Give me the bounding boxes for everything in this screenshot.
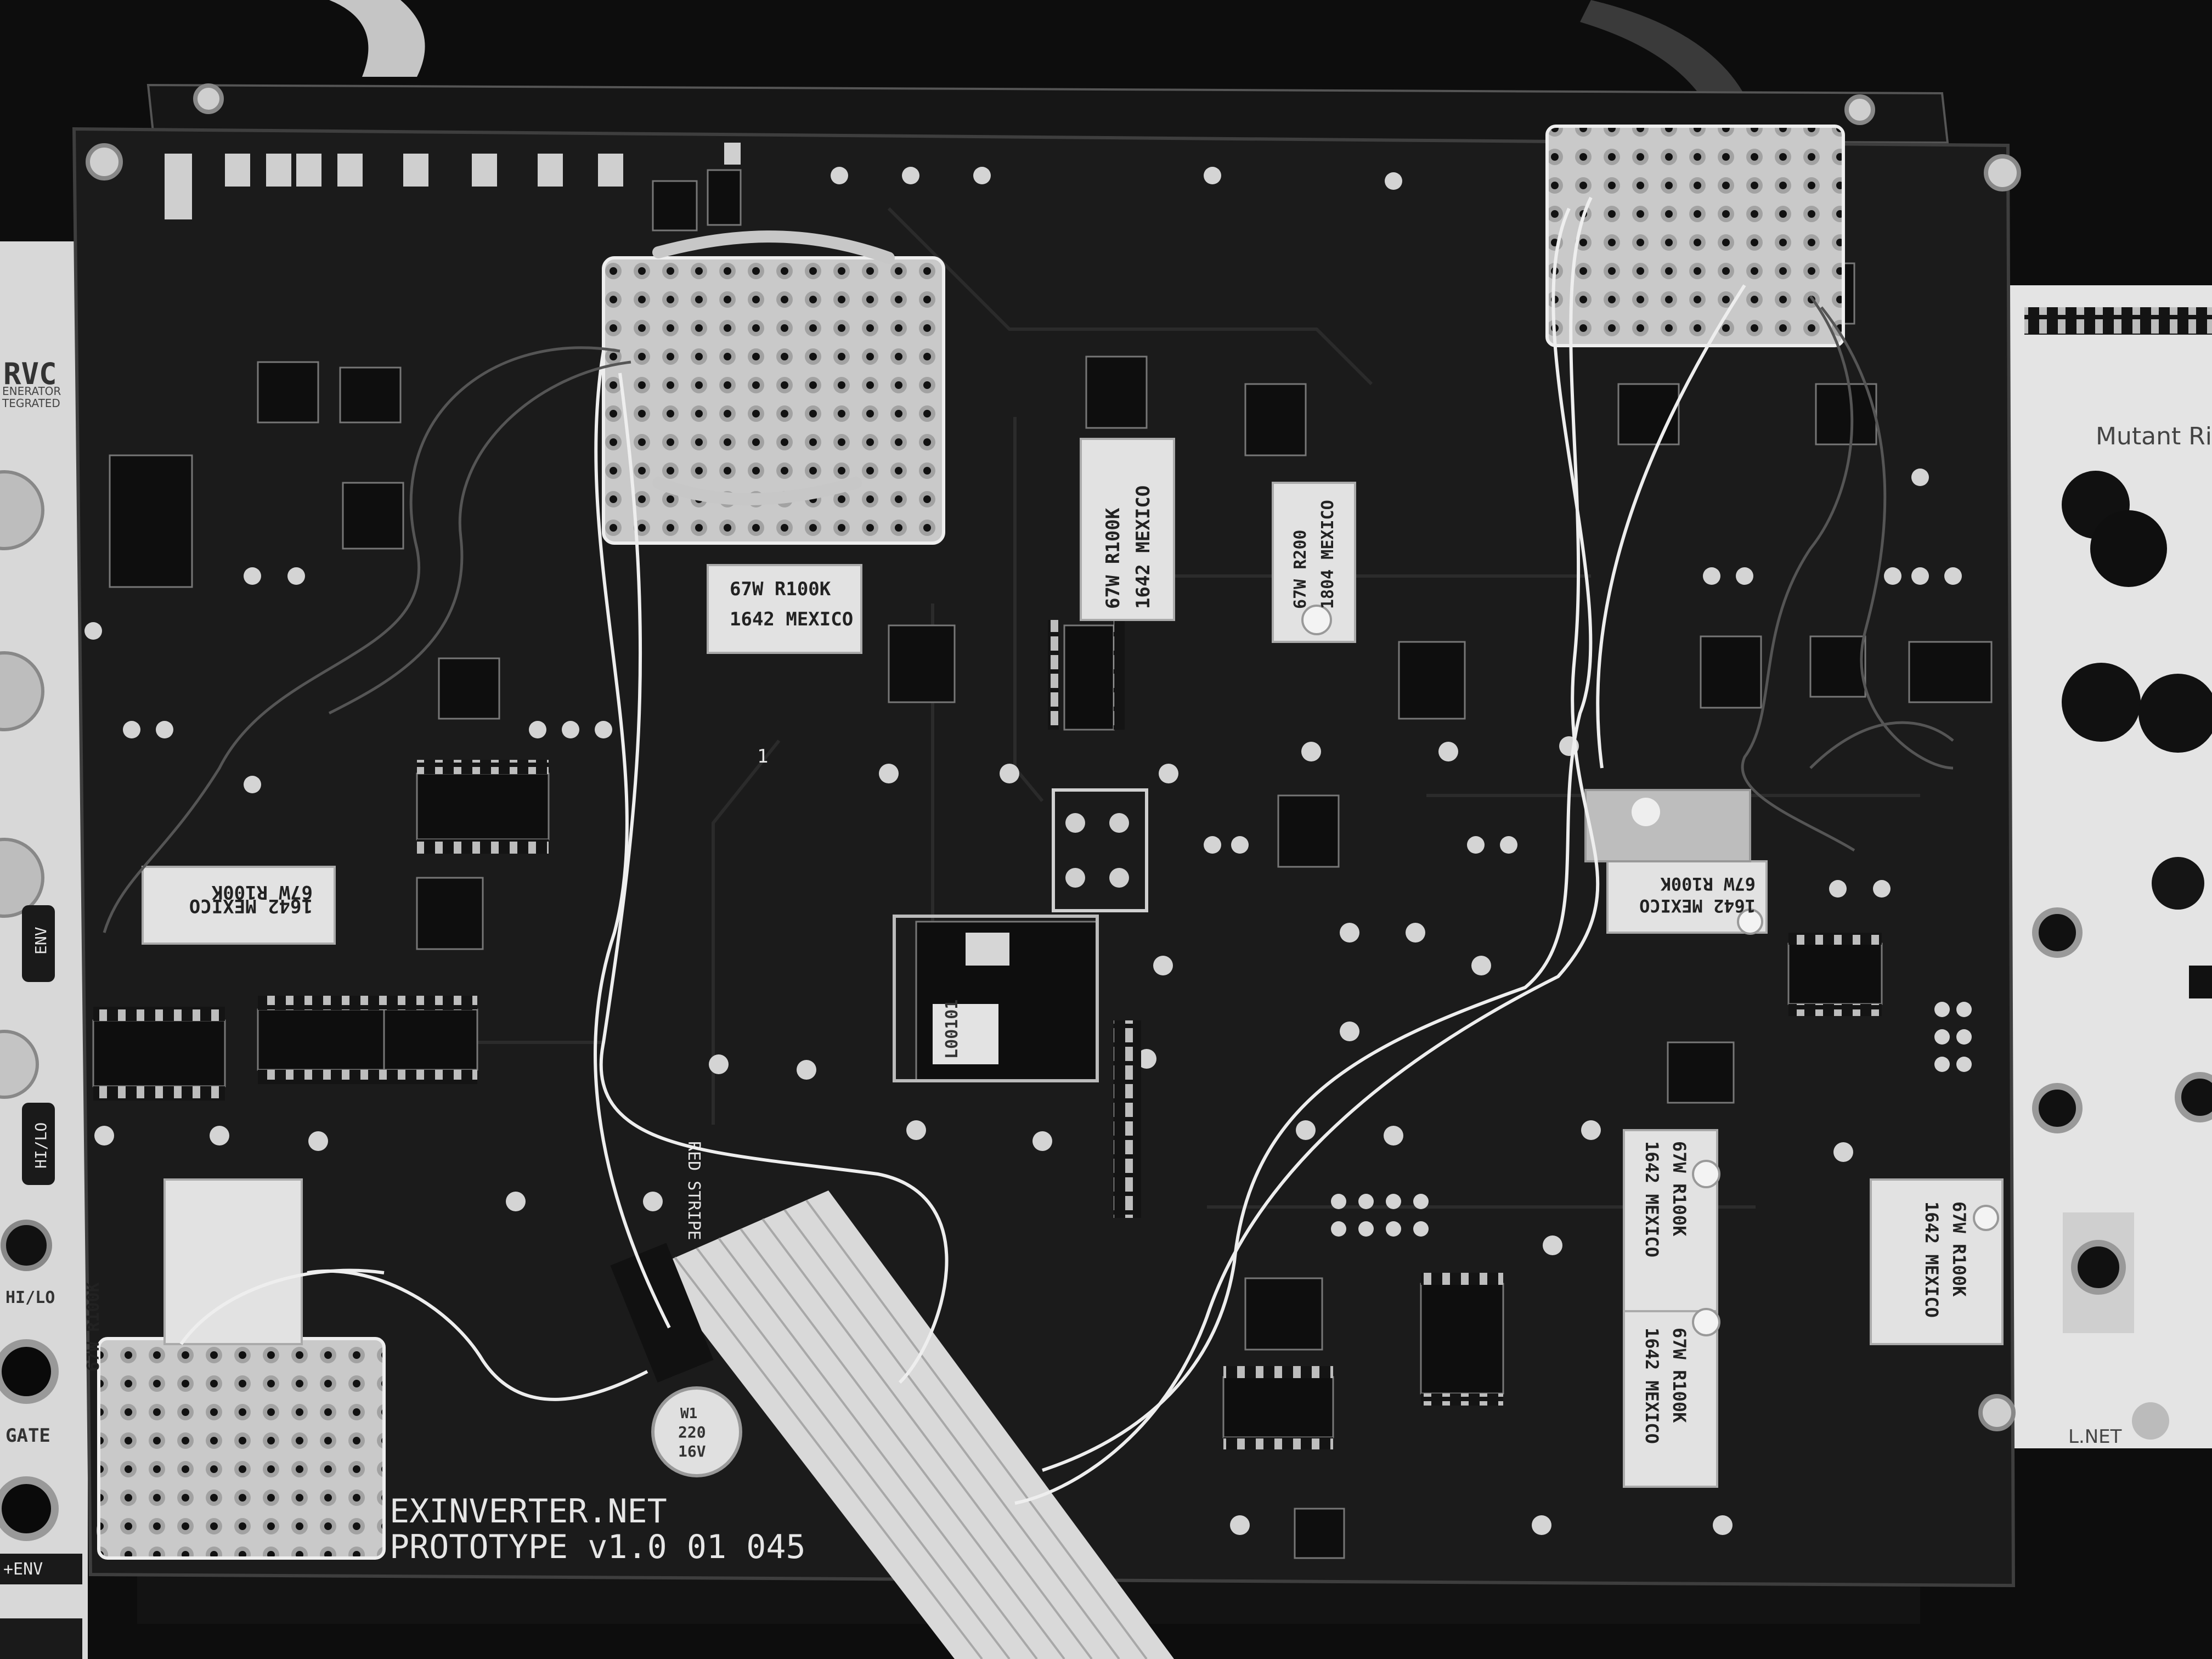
silk-prototype: PROTOTYPE v1.0 01 045 xyxy=(390,1528,806,1566)
trimmer-5: 1642 MEXICO 67W R100K xyxy=(1606,860,1768,935)
bodge-wires-white xyxy=(179,196,1746,1505)
trimmer-2: 67W R100K 1642 MEXICO xyxy=(1080,438,1175,621)
bodge-wires-dark xyxy=(103,295,1954,933)
right-panel: Mutant Ri L.NET xyxy=(2008,285,2212,1448)
pin-header xyxy=(1114,1020,1141,1218)
svg-text:W1: W1 xyxy=(680,1406,697,1422)
svg-text:1642 MEXICO: 1642 MEXICO xyxy=(1639,895,1756,916)
electrolytic-capacitor: W1 220 16V xyxy=(651,1386,742,1477)
env-jack-label: +ENV xyxy=(3,1560,43,1579)
integrated-circuits xyxy=(92,169,1993,1559)
module-code-label: L00101 xyxy=(943,1000,962,1059)
hilo-jack-label: HI/LO xyxy=(5,1288,55,1307)
left-panel-subtitle-1: ENERATOR xyxy=(2,385,61,398)
svg-text:67W R100K: 67W R100K xyxy=(730,578,831,600)
left-panel-subtitle-2: TEGRATED xyxy=(2,397,60,410)
svg-text:1642 MEXICO: 1642 MEXICO xyxy=(730,608,853,630)
trimmer-1: 67W R100K 1642 MEXICO xyxy=(707,564,862,654)
svg-text:67W R100K: 67W R100K xyxy=(1102,507,1124,609)
trimmer-10: 67W R100K xyxy=(84,1178,303,1372)
left-panel: RVC ENERATOR TEGRATED ENV HI/LO HI/LO GA… xyxy=(0,241,88,1659)
trimmer-8: 67W R100K 1642 MEXICO xyxy=(1623,1308,1720,1488)
svg-text:67W R100K: 67W R100K xyxy=(84,1282,103,1372)
pcb-board xyxy=(72,83,2021,1588)
silk-pin-one: 1 xyxy=(757,746,768,768)
svg-text:1642 MEXICO: 1642 MEXICO xyxy=(1921,1201,1942,1318)
svg-text:67W R200: 67W R200 xyxy=(1291,530,1310,610)
perfboard-bottom-left xyxy=(97,1337,386,1560)
svg-text:1642 MEXICO: 1642 MEXICO xyxy=(1641,1328,1662,1444)
trimmer-3: 67W R200 1804 MEXICO xyxy=(1272,482,1356,643)
right-panel-title: Mutant Ri xyxy=(2096,422,2212,450)
env-switch-label: ENV xyxy=(32,927,50,955)
trimmer-6 xyxy=(1584,789,1751,862)
svg-text:1642 MEXICO: 1642 MEXICO xyxy=(189,895,313,917)
perfboard-right xyxy=(1545,125,1845,347)
hilo-switch-label: HI/LO xyxy=(32,1122,50,1169)
svg-text:16V: 16V xyxy=(678,1442,706,1460)
right-panel-footer: L.NET xyxy=(2068,1426,2122,1448)
left-panel-title: RVC xyxy=(3,357,57,391)
svg-text:67W R100K: 67W R100K xyxy=(1669,1141,1690,1237)
svg-text:67W R100K: 67W R100K xyxy=(1669,1328,1690,1423)
svg-text:1642 MEXICO: 1642 MEXICO xyxy=(1641,1141,1662,1257)
power-connector-footprint xyxy=(1052,788,1148,912)
gate-jack-label: GATE xyxy=(5,1425,50,1447)
svg-text:1642 MEXICO: 1642 MEXICO xyxy=(1132,486,1154,609)
perfboard-center xyxy=(602,230,945,545)
trimmer-9: 67W R100K 1642 MEXICO xyxy=(1870,1178,2004,1345)
trimmer-7: 67W R100K 1642 MEXICO xyxy=(1623,1129,1720,1312)
smd-row-top xyxy=(165,143,741,219)
svg-text:67W R100K: 67W R100K xyxy=(211,881,313,903)
silk-url: EXINVERTER.NET xyxy=(390,1492,667,1531)
svg-text:1804 MEXICO: 1804 MEXICO xyxy=(1318,500,1338,609)
svg-text:220: 220 xyxy=(678,1423,706,1441)
svg-text:67W R100K: 67W R100K xyxy=(1949,1201,1970,1297)
power-module: L00101 xyxy=(893,915,1099,1082)
silk-red-stripe: RED STRIPE xyxy=(684,1141,703,1240)
svg-text:67W R100K: 67W R100K xyxy=(1660,873,1756,894)
trimmer-4: 1642 MEXICO 67W R100K xyxy=(142,866,336,945)
